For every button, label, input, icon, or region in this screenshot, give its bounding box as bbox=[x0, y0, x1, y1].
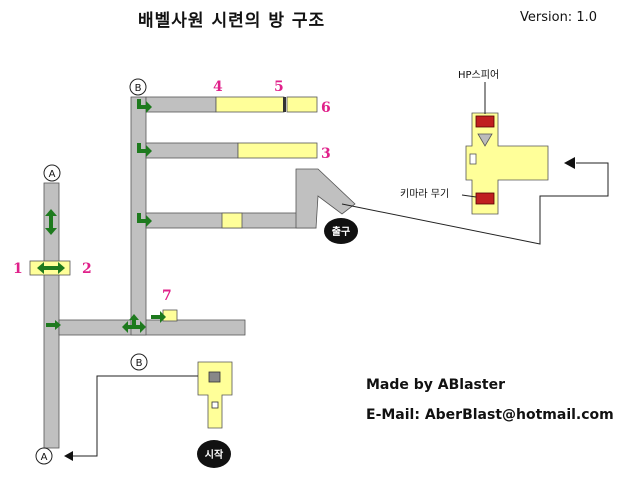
credit-made-by: Made by ABlaster bbox=[366, 377, 505, 393]
arrow-icon bbox=[45, 209, 57, 235]
arrow-to-a-icon bbox=[64, 451, 73, 461]
start-label: 시작 bbox=[205, 448, 224, 461]
room-4-5 bbox=[215, 96, 285, 113]
room-7 bbox=[162, 309, 178, 322]
credit-email: E-Mail: AberBlast@hotmail.com bbox=[366, 407, 614, 423]
room-corridor-segment bbox=[221, 212, 243, 229]
arrow-icon bbox=[137, 99, 152, 113]
arrow-icon bbox=[37, 262, 65, 274]
arrow-icon bbox=[46, 320, 61, 330]
exit-to-hp-room-line bbox=[341, 162, 609, 245]
waypoint-a-label: A bbox=[41, 452, 48, 463]
start-to-a-line bbox=[68, 375, 198, 457]
corridor-top-row bbox=[145, 96, 217, 113]
start-marker bbox=[208, 371, 221, 383]
corridor-bottom-horizontal bbox=[58, 319, 246, 336]
hp-room-mark bbox=[469, 153, 477, 165]
waypoint-b-top: B bbox=[129, 78, 147, 96]
hp-sphere-label: HP스피어 bbox=[458, 69, 499, 81]
door-marker bbox=[283, 97, 286, 112]
connector-lines bbox=[68, 82, 609, 457]
direction-arrows bbox=[37, 99, 166, 333]
corridors bbox=[43, 96, 509, 449]
chest-icon bbox=[475, 192, 495, 205]
room-number-4: 4 bbox=[213, 79, 223, 95]
corridor-exit-bend bbox=[295, 168, 356, 229]
rooms bbox=[29, 96, 549, 429]
room-number-5: 5 bbox=[274, 79, 284, 95]
room-number-1: 1 bbox=[13, 261, 23, 277]
arrow-icon bbox=[137, 143, 152, 157]
waypoint-b-label: B bbox=[136, 358, 143, 369]
arrow-icon bbox=[122, 314, 146, 333]
start-badge: 시작 bbox=[197, 440, 231, 468]
waypoint-a-label: A bbox=[49, 169, 56, 180]
corridor-second-row bbox=[145, 142, 239, 159]
waypoint-a-bottom: A bbox=[35, 447, 53, 465]
corridor-left-vertical bbox=[43, 182, 60, 449]
exit-badge: 출구 bbox=[324, 218, 358, 244]
arrow-icon bbox=[151, 311, 166, 323]
arrow-to-hp-room-icon bbox=[564, 157, 575, 169]
room-start bbox=[197, 361, 233, 429]
chimera-weapon-leader bbox=[461, 194, 477, 198]
waypoint-b-label: B bbox=[135, 83, 142, 94]
sphere-icon bbox=[477, 133, 493, 147]
arrow-icon bbox=[137, 213, 152, 227]
waypoint-b-bottom: B bbox=[130, 353, 148, 371]
chimera-weapon-label: 키마라 무기 bbox=[400, 188, 449, 200]
room-3 bbox=[237, 142, 318, 159]
page-title: 배벨사원 시련의 방 구조 bbox=[138, 11, 326, 31]
waypoint-a-top: A bbox=[43, 164, 61, 182]
room-number-7: 7 bbox=[162, 288, 172, 304]
room-number-6: 6 bbox=[321, 100, 331, 116]
chest-icon bbox=[475, 115, 495, 128]
version-label: Version: 1.0 bbox=[520, 10, 597, 25]
room-6 bbox=[286, 96, 318, 113]
room-number-2: 2 bbox=[82, 261, 92, 277]
exit-label: 출구 bbox=[332, 225, 350, 238]
room-number-3: 3 bbox=[321, 146, 331, 162]
start-floor-mark bbox=[211, 401, 219, 409]
